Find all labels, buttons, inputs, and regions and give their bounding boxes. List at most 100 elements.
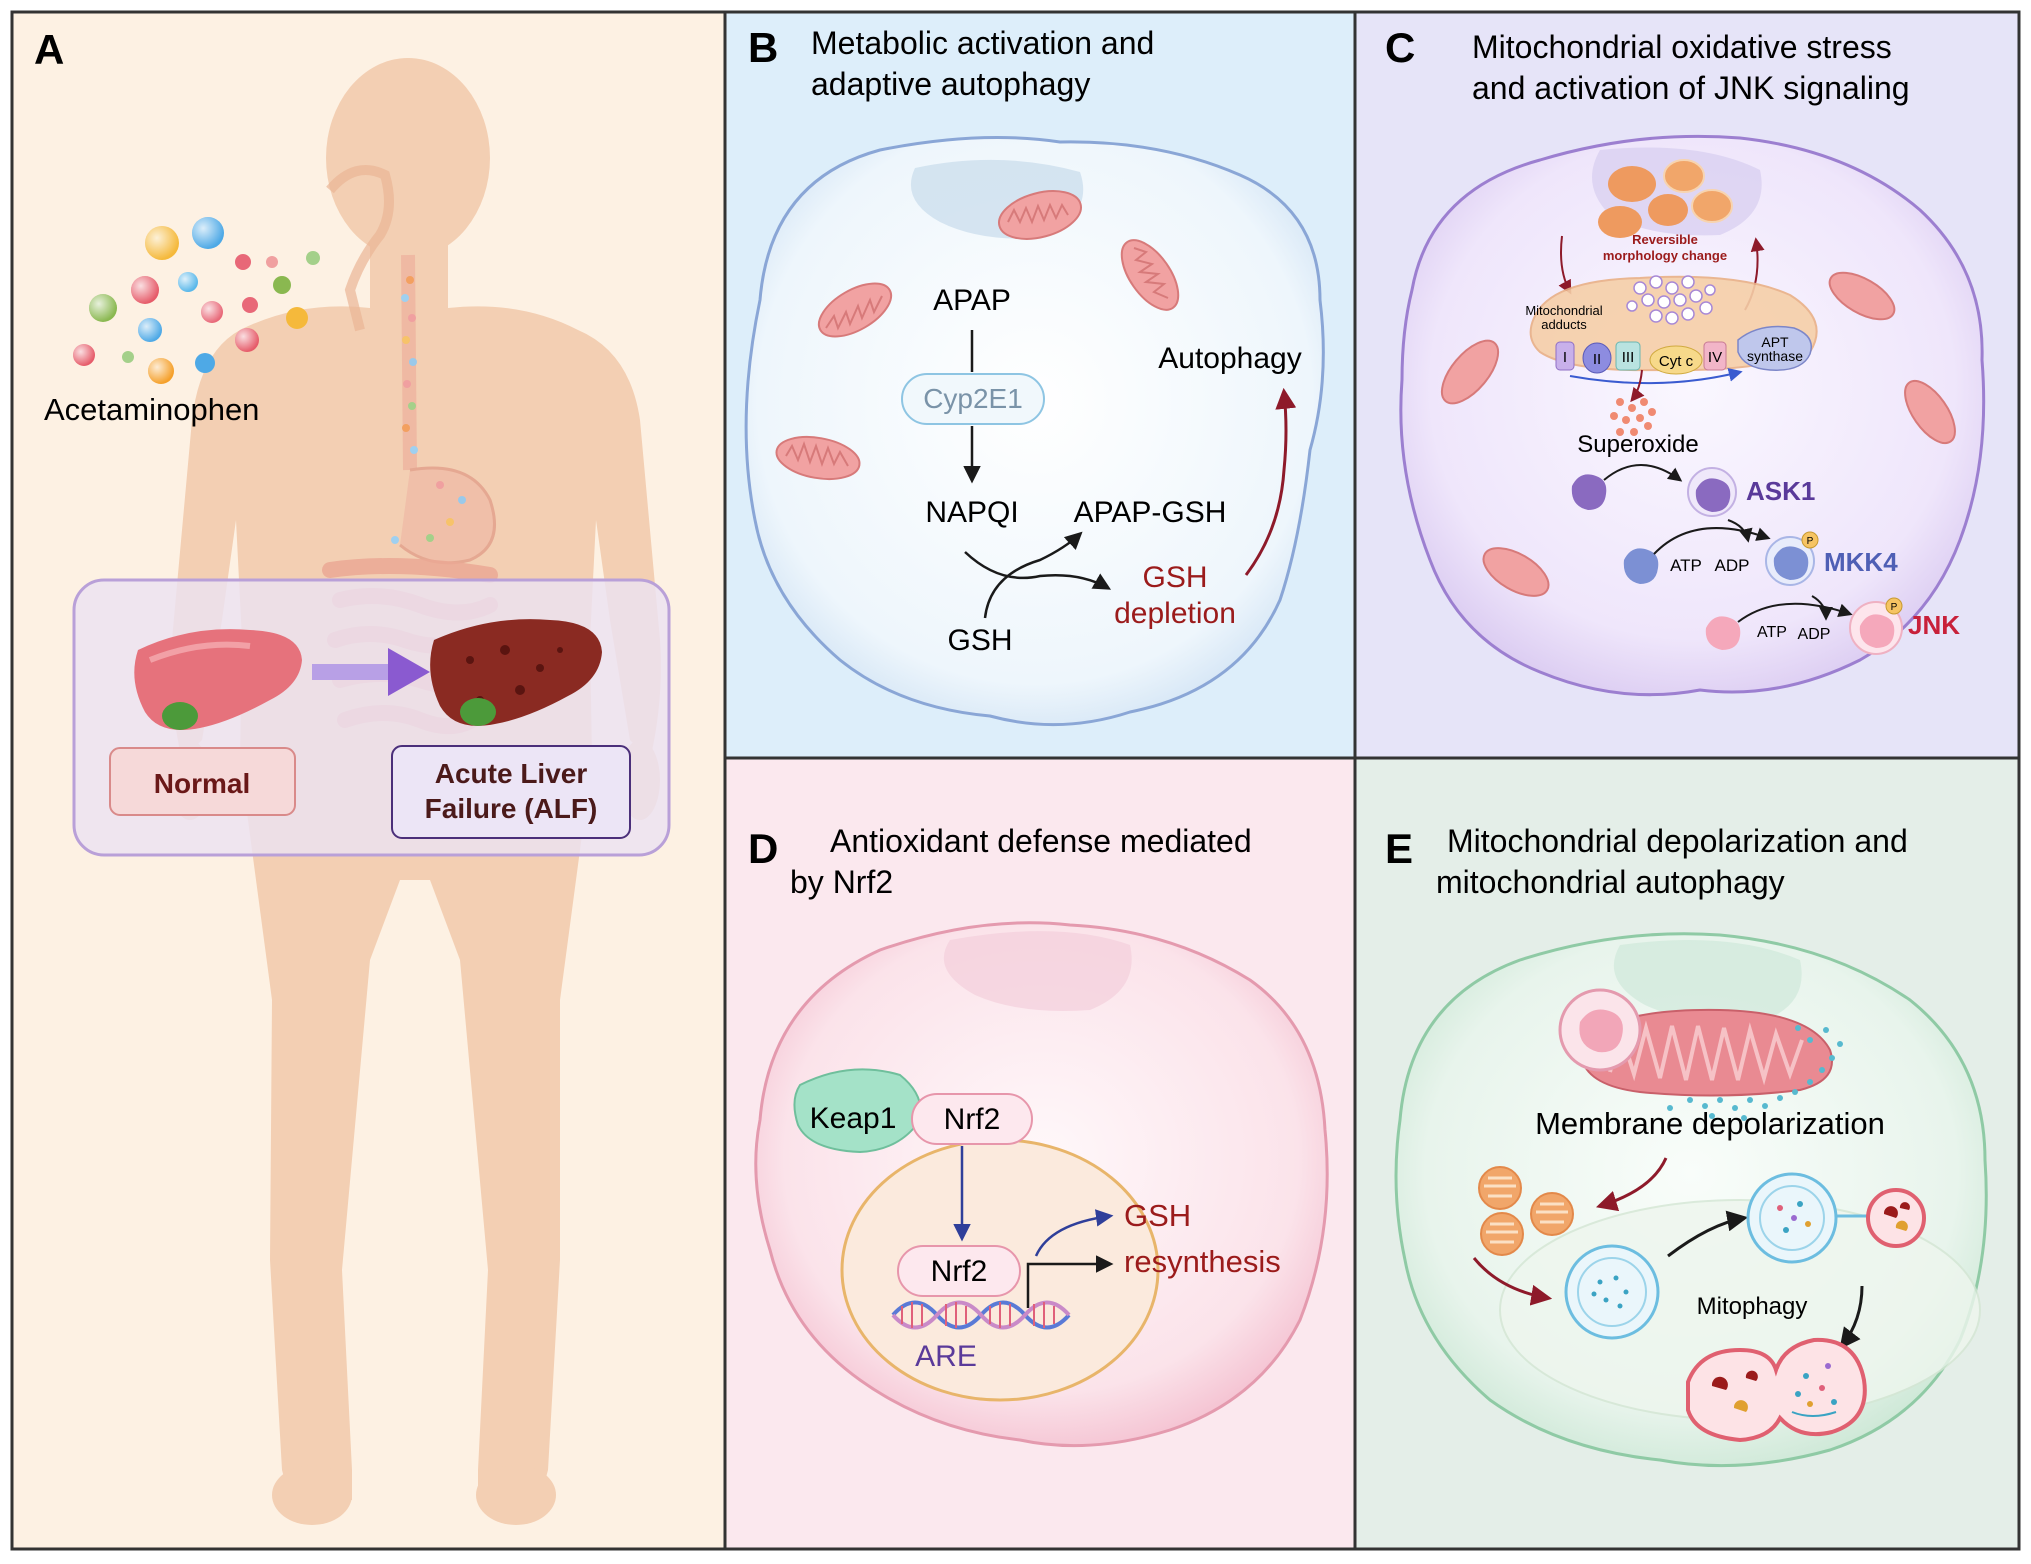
gsh-depletion-line1: GSH: [1142, 561, 1207, 594]
nrf2-nuc-label: Nrf2: [931, 1255, 988, 1288]
ask1-activation-arrow: [1603, 464, 1683, 482]
autophagosome-inner: [1577, 1257, 1647, 1327]
keap1-shape: [793, 1068, 922, 1154]
panel-e: E Mitochondrial depolarization and mitoc…: [1353, 756, 2021, 1551]
panel-a-letter: A: [34, 26, 64, 73]
panel-b-title-line1: Metabolic activation and: [811, 25, 1154, 61]
jnk-phospho-label: P: [1891, 602, 1898, 613]
jnk-label: JNK: [1908, 610, 1960, 640]
cell-highlight-e: [1613, 940, 1802, 1023]
atp-synthase-line1: APT: [1761, 334, 1789, 350]
lysosome-enzymes: [1883, 1202, 1910, 1231]
mitochondrion-c4: [1482, 547, 1550, 597]
to-autophagosome-arrow: [1667, 1210, 1749, 1258]
panel-d-title-line2: by Nrf2: [790, 864, 893, 900]
atp1-label: ATP: [1670, 556, 1702, 575]
reversible-line2: morphology change: [1603, 248, 1727, 263]
atp2-label: ATP: [1757, 624, 1787, 641]
complex-iv-label: IV: [1708, 349, 1722, 366]
depletion-to-autophagy-arrow: [1244, 387, 1297, 576]
panel-c-letter: C: [1385, 24, 1415, 71]
autophagy-label: Autophagy: [1158, 342, 1301, 375]
keap1-label: Keap1: [810, 1102, 897, 1135]
jnk-active: [1859, 614, 1895, 648]
jnk-inactive: [1705, 616, 1741, 650]
normal-liver-icon: [134, 629, 302, 730]
nrf2-cyto-label: Nrf2: [944, 1103, 1001, 1136]
mitochondrial-adducts-cluster: [1626, 275, 1716, 325]
acetaminophen-label: Acetaminophen: [44, 392, 259, 427]
ask1-inactive: [1571, 474, 1607, 510]
mkk4-active: [1773, 546, 1809, 580]
panel-c: C Mitochondrial oxidative stress and act…: [1353, 10, 2021, 760]
ros-release-arrow: [1630, 369, 1645, 403]
mature-autophagosome-content: [1777, 1201, 1811, 1233]
mitochondrion-b1: [998, 190, 1082, 240]
depolarization-arrow: [1595, 1157, 1668, 1212]
membrane-depolarization-label: Membrane depolarization: [1535, 1106, 1885, 1141]
adp1-label: ADP: [1715, 556, 1750, 575]
panel-b-letter: B: [748, 24, 778, 71]
mkk4-label: MKK4: [1824, 547, 1898, 577]
normal-label-box: [109, 747, 296, 816]
alf-label-line1: Acute Liver: [435, 758, 588, 789]
mitochondrion-b3: [1120, 239, 1180, 311]
mkk4-inactive: [1623, 548, 1659, 584]
jnk-phospho-badge: [1885, 597, 1903, 615]
complex-ii-label: II: [1593, 351, 1601, 368]
esophagus: [401, 254, 417, 471]
panel-c-title-line1: Mitochondrial oxidative stress: [1472, 29, 1892, 65]
complex-iii-label: III: [1622, 349, 1635, 366]
mitochondrion-b2: [817, 282, 893, 338]
alf-liver-icon: [430, 619, 602, 726]
panel-c-title-line2: and activation of JNK signaling: [1472, 70, 1910, 106]
gsh-to-apap-gsh-arrow: [983, 531, 1083, 619]
gsh-depletion-line2: depletion: [1114, 597, 1236, 630]
apap-label: APAP: [933, 284, 1011, 317]
alf-label-line2: Failure (ALF): [425, 793, 598, 824]
depolarization-particles: [1667, 1025, 1843, 1121]
transcription-arrow: [1026, 1255, 1114, 1308]
mkk4-phospho-label: P: [1807, 536, 1814, 547]
drug-particles-in-gi: [391, 276, 466, 544]
mitochondrion-b4: [775, 435, 861, 481]
gsh-label: GSH: [947, 624, 1012, 657]
cell-highlight-d: [943, 931, 1132, 1011]
gsh-resynthesis-line1: GSH: [1124, 1198, 1191, 1233]
electron-transport-chain: I II III Cyt c IV APT synthase: [1555, 325, 1812, 385]
panel-d-title-line1: Antioxidant defense mediated: [830, 823, 1252, 859]
autophagosome-content: [1591, 1275, 1629, 1309]
nrf2-nuc-box: [897, 1245, 1021, 1297]
lysosome-content: [1579, 1009, 1623, 1053]
to-phagophore-arrow: [1472, 1257, 1553, 1306]
panel-a: A: [10, 10, 727, 1551]
panel-e-letter: E: [1385, 825, 1413, 872]
alf-label-box: [391, 745, 631, 839]
panel-d: D Antioxidant defense mediated by Nrf2 K…: [723, 756, 1357, 1551]
mitochondrion-c1: [1440, 339, 1500, 405]
panel-e-title-line2: mitochondrial autophagy: [1436, 864, 1785, 900]
panel-b-title-line2: adaptive autophagy: [811, 66, 1090, 102]
ask1-active: [1695, 478, 1731, 512]
autophagosome: [1564, 1244, 1660, 1340]
mitochondrion-c2: [1828, 271, 1896, 321]
adducts-line1: Mitochondrial: [1525, 303, 1602, 318]
napqi-to-depletion-arrow: [964, 551, 1112, 590]
atp-synthase-line2: synthase: [1747, 348, 1803, 364]
nrf2-cyto-box: [911, 1093, 1033, 1145]
ask1-label: ASK1: [1746, 476, 1815, 506]
jnk-activation-arrow: [1737, 602, 1853, 623]
are-label: ARE: [915, 1340, 977, 1373]
panel-e-title-line1: Mitochondrial depolarization and: [1447, 823, 1908, 859]
adducts-line2: adducts: [1541, 317, 1587, 332]
superoxide-particles: [1610, 398, 1656, 436]
dna-double-helix: [891, 1300, 1071, 1330]
panel-d-letter: D: [748, 825, 778, 872]
cyp2e1-label: Cyp2E1: [923, 383, 1023, 414]
gsh-resynthesis-line2: resynthesis: [1124, 1244, 1281, 1279]
nasal-passage: [326, 165, 394, 332]
mkk4-phospho-badge: [1801, 531, 1819, 549]
reversible-line1: Reversible: [1632, 232, 1698, 247]
depolarized-mitochondrion: [1581, 1008, 1833, 1097]
